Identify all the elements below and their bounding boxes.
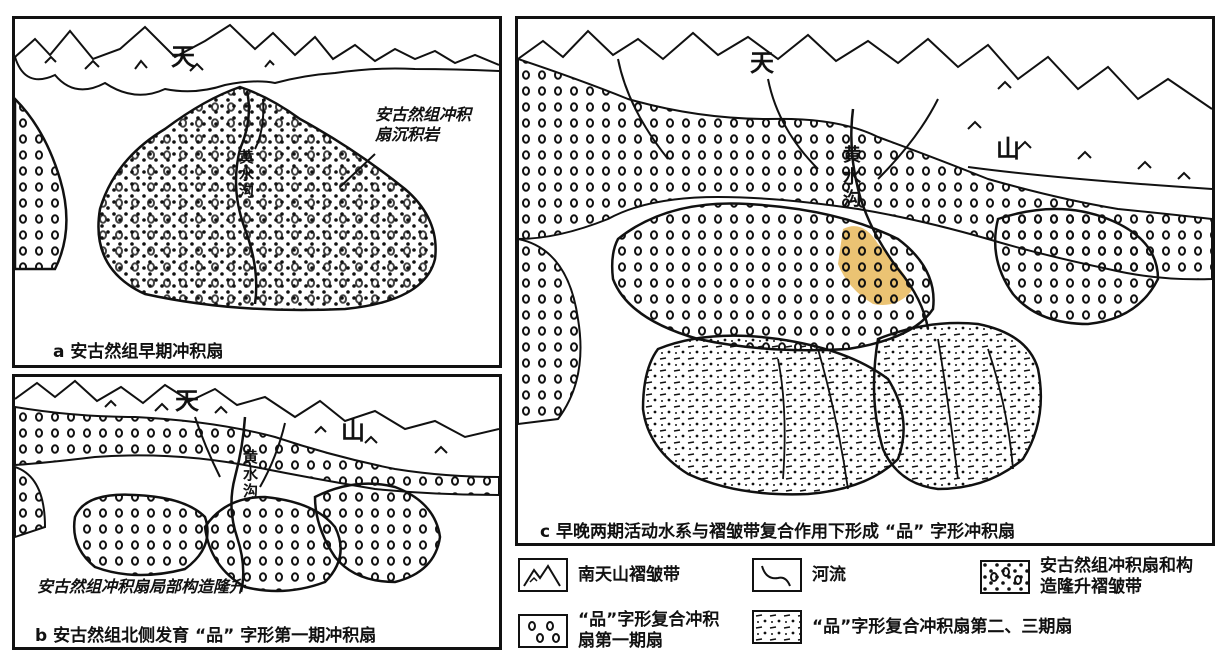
legend-label: “品”字形复合冲积扇第二、三期扇 (812, 616, 1073, 637)
later-stage-fan-1 (641, 334, 905, 496)
legend-label: “品”字形复合冲积扇第一期扇 (578, 610, 720, 651)
panel-c-caption: c 早晚两期活动水系与褶皱带复合作用下形成 “品” 字形冲积扇 (540, 522, 1016, 542)
panel-c-map (518, 29, 1212, 496)
mountain-belt (15, 379, 499, 454)
river-swatch (752, 558, 802, 592)
mountain-belt (15, 23, 499, 96)
panel-b-caption: b 安古然组北侧发育 “品” 字形第一期冲积扇 (35, 626, 377, 646)
uplift-annotation: 安古然组冲积扇局部构造隆升 (37, 577, 246, 596)
first-stage-fan-right (313, 482, 442, 584)
panel-a: 天 黄水沟 安古然组冲积扇沉积岩 a 安古然组早期冲积扇 (12, 16, 502, 368)
river-label: 黄水沟 (239, 148, 255, 200)
mountain-label-shan: 山 (996, 135, 1020, 163)
river-line (230, 416, 247, 593)
mountain-swatch (518, 558, 568, 592)
fan-annotation: 安古然组冲积扇沉积岩 (375, 105, 472, 144)
later-stage-swatch (752, 610, 802, 644)
legend-first-stage-fan: “品”字形复合冲积扇第一期扇 (518, 610, 728, 652)
river-line (850, 108, 930, 330)
left-fan (15, 97, 68, 271)
later-stage-fan-2 (872, 321, 1043, 491)
legend-river: 河流 (752, 558, 846, 592)
anguran-swatch (980, 560, 1030, 594)
legend-label: 河流 (812, 564, 846, 585)
mountain-label-tian: 天 (175, 387, 199, 415)
mountain-label-shan: 山 (341, 417, 365, 445)
river-label: 黄水沟 (843, 145, 861, 210)
panel-a-map (15, 23, 499, 312)
river-label: 黄水沟 (243, 448, 259, 500)
legend-label: 安古然组冲积扇和构造隆升褶皱带 (1040, 556, 1193, 597)
panel-b-map (15, 379, 499, 593)
legend-anguran-fan: 安古然组冲积扇和构造隆升褶皱带 (980, 556, 1200, 598)
annotation-leader (339, 153, 376, 188)
first-stage-swatch (518, 614, 568, 648)
panel-b: 天 山 黄水沟 安古然组冲积扇局部构造隆升 b 安古然组北侧发育 “品” 字形第… (12, 374, 502, 650)
mountain-label-tian: 天 (171, 43, 195, 71)
first-stage-fan-right (993, 207, 1160, 326)
river-line (234, 90, 258, 305)
legend-mountain-belt: 南天山褶皱带 (518, 558, 680, 592)
anguran-band (15, 405, 499, 497)
first-stage-fan-left (72, 493, 209, 577)
legend-label: 南天山褶皱带 (578, 564, 680, 585)
mountain-belt (518, 29, 1212, 190)
panel-c: 天 山 黄水沟 c 早晚两期活动水系与褶皱带复合作用下形成 “品” 字形冲积扇 (515, 16, 1215, 546)
mountain-label-tian: 天 (750, 49, 774, 77)
legend-later-stage-fan: “品”字形复合冲积扇第二、三期扇 (752, 610, 1072, 644)
panel-a-caption: a 安古然组早期冲积扇 (53, 342, 224, 362)
